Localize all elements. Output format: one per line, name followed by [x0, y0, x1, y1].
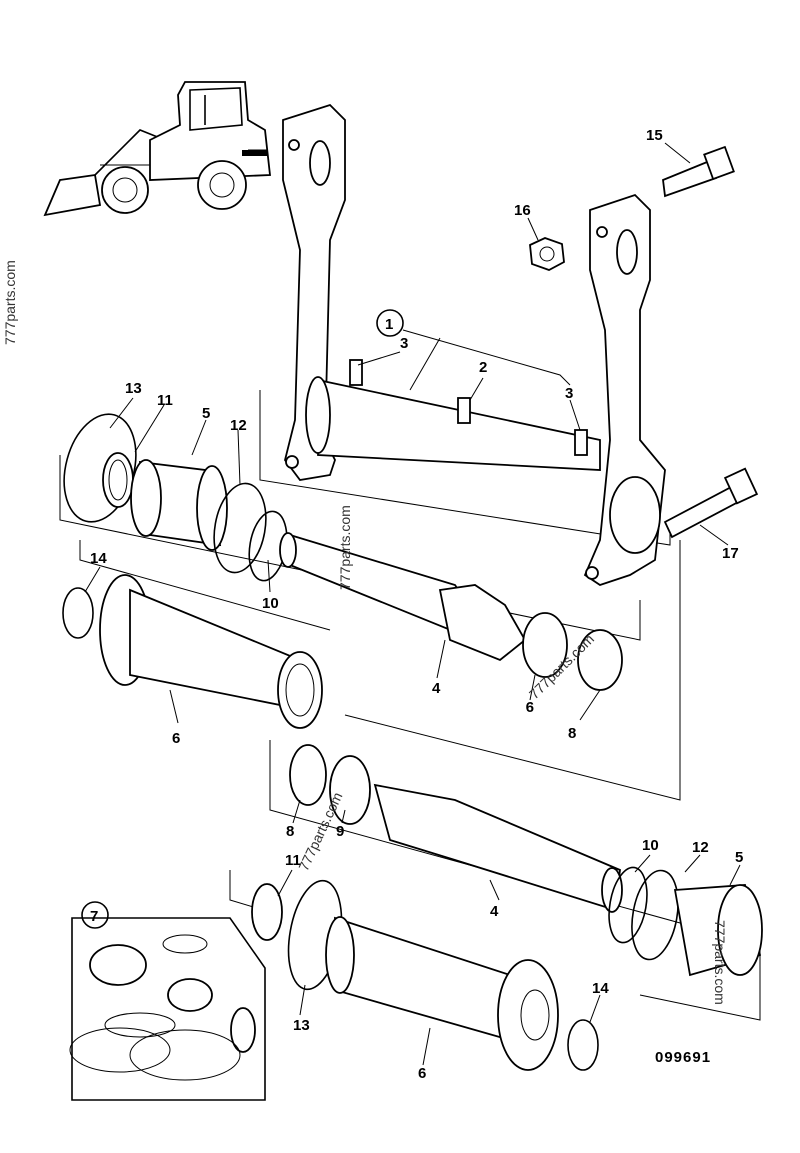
- callout-11b: 11: [285, 852, 301, 869]
- diagram-reference-number: 099691: [655, 1049, 711, 1066]
- callout-5a: 5: [202, 405, 210, 422]
- callout-13b: 13: [293, 1017, 310, 1034]
- callout-2: 2: [479, 359, 487, 376]
- watermark-center: 777parts.com: [337, 505, 353, 590]
- upper-bush-6: [62, 574, 323, 729]
- watermark-left: 777parts.com: [2, 260, 18, 345]
- callout-13a: 13: [125, 380, 142, 397]
- callout-8a: 8: [568, 725, 576, 742]
- callout-11a: 11: [157, 392, 173, 409]
- pivot-frame: [282, 103, 666, 586]
- callout-14a: 14: [90, 550, 107, 567]
- callout-1: 1: [385, 316, 393, 333]
- callout-4b: 4: [490, 903, 499, 920]
- callout-12b: 12: [692, 839, 709, 856]
- callout-17: 17: [722, 545, 739, 562]
- callout-circle-1: [376, 309, 404, 337]
- watermark-lower-right: 777parts.com: [712, 920, 728, 1005]
- callout-10a: 10: [262, 595, 279, 612]
- lower-bush-6: [251, 879, 599, 1071]
- callout-circle-7: [81, 901, 109, 929]
- callout-14b: 14: [592, 980, 609, 997]
- callout-16: 16: [514, 202, 531, 219]
- callout-7: 7: [90, 908, 98, 925]
- callout-3b: 3: [565, 385, 573, 402]
- seal-kit-7: [69, 917, 266, 1101]
- nut-16: [529, 237, 565, 271]
- callout-4a: 4: [432, 680, 441, 697]
- callout-10b: 10: [642, 837, 659, 854]
- callout-9b: 9: [336, 823, 344, 840]
- callouts: 1 2 3 3 4 4 5 5 6 6 7 8 8 9 9 10 10 11 1…: [81, 127, 743, 1082]
- callout-12a: 12: [230, 417, 247, 434]
- callout-6a: 6: [172, 730, 180, 747]
- bolt-17: [663, 467, 759, 539]
- callout-15: 15: [646, 127, 663, 144]
- callout-6b: 6: [418, 1065, 426, 1082]
- callout-8b: 8: [286, 823, 294, 840]
- leader-lines: [84, 142, 741, 1066]
- callout-9a: 9: [526, 698, 534, 715]
- callout-5b: 5: [735, 849, 743, 866]
- bolt-15: [662, 145, 735, 198]
- lower-pin-4: [289, 744, 763, 977]
- loader-illustration: [43, 81, 272, 217]
- callout-3a: 3: [400, 335, 408, 352]
- upper-left-seals: [63, 413, 288, 582]
